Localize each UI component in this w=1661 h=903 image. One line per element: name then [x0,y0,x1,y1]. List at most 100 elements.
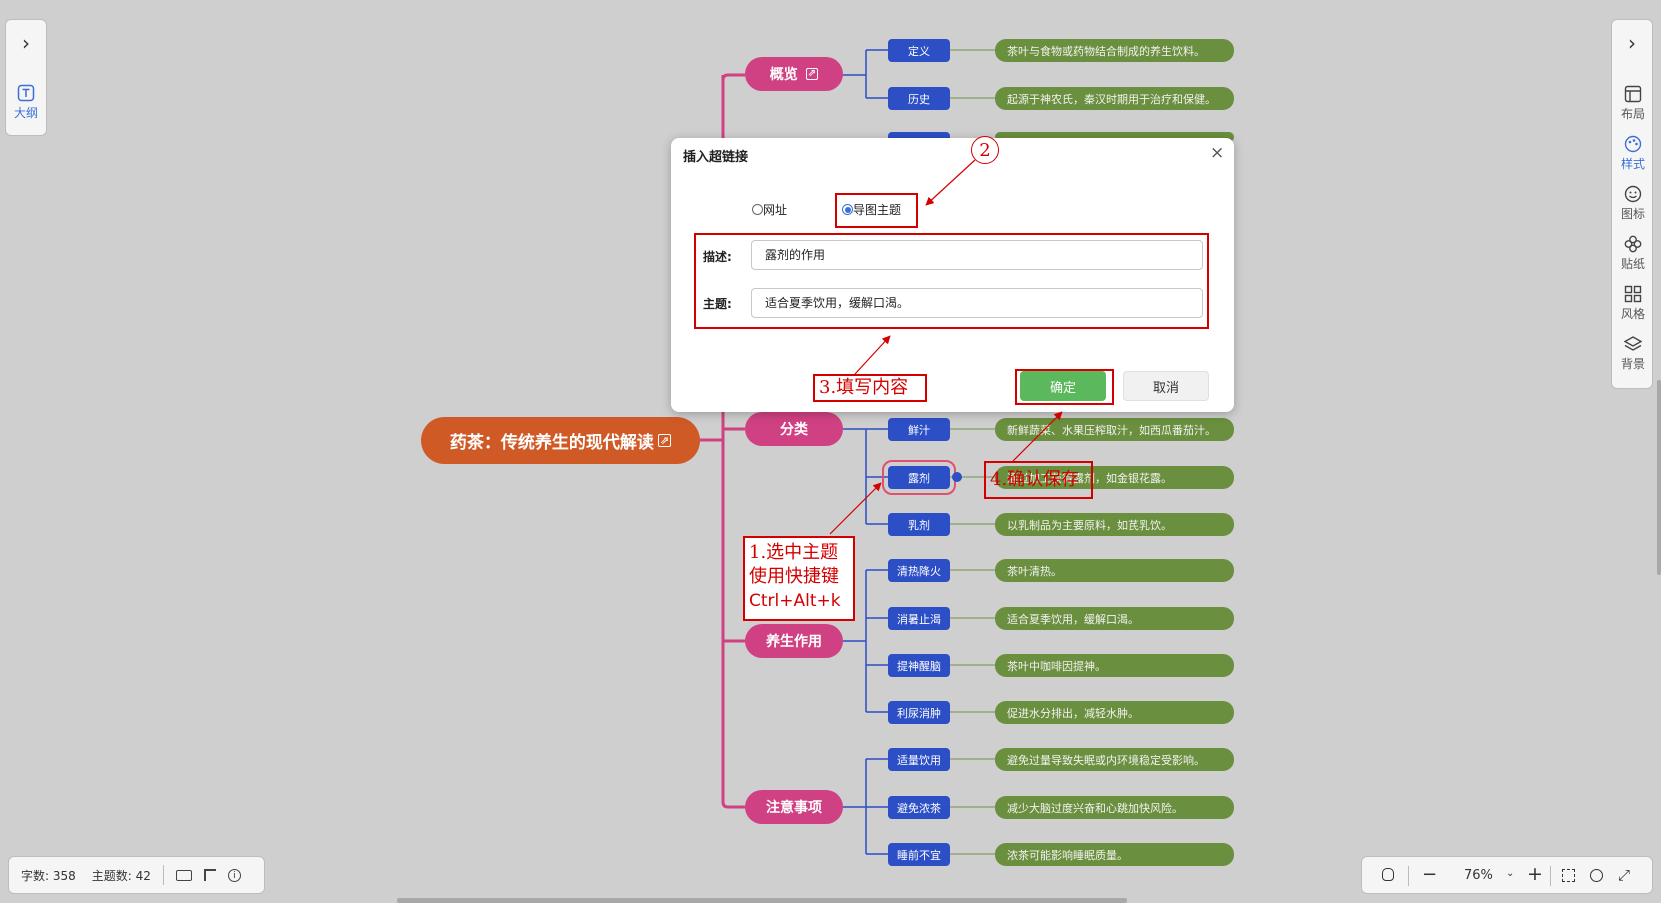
expand-chevron-icon[interactable]: › [22,31,30,55]
zoom-bar: − 76% ⌄ + ⤢ [1361,856,1653,894]
subtopic-label: 历史 [908,92,930,106]
subtopic-distillate[interactable]: 露剂 [882,460,956,495]
palette-icon [1624,135,1642,153]
toolbar-sticker[interactable]: 贴纸 [1612,235,1654,272]
root-topic[interactable]: 药茶：传统养生的现代解读 ⇗ [421,417,700,464]
detail-text: 促进水分排出，减轻水肿。 [1007,706,1139,720]
chevron-down-icon[interactable]: ⌄ [1506,868,1515,879]
toolbar-icon[interactable]: 图标 [1612,185,1654,222]
smiley-icon [1624,185,1642,203]
subtopic-fresh-juice[interactable]: 鲜汁 [888,418,950,441]
toolbar-label: 风格 [1620,307,1645,321]
step1-line: 1.选中主题 [749,542,839,563]
step1-line: Ctrl+Alt+k [749,591,841,611]
subtopic-label: 乳剂 [908,518,930,532]
highlight-ok-button [1015,369,1114,405]
ok-button[interactable]: 确定 [1020,371,1106,401]
zoom-out-button[interactable]: − [1422,864,1438,885]
radio-url[interactable]: 网址 [752,201,787,218]
divider [162,865,164,885]
grid-icon [1624,285,1642,303]
vertical-scrollbar[interactable] [1657,380,1661,575]
subtopic-history[interactable]: 历史 [888,87,950,110]
detail-node[interactable]: 减少大脑过度兴奋和心跳加快风险。 [995,796,1234,819]
toolbar-style[interactable]: 样式 [1612,135,1654,172]
toolbar-background[interactable]: 背景 [1612,335,1654,372]
topic-label: 养生作用 [766,634,822,650]
subtopic-label: 睡前不宜 [897,848,941,862]
toolbar-label: 贴纸 [1620,257,1645,271]
format-painter-icon[interactable] [203,869,216,881]
detail-node[interactable]: 茶叶中咖啡因提神。 [995,654,1234,677]
toolbar-label: 图标 [1620,207,1645,221]
detail-node[interactable]: 通过加工获得露剂，如金银花露。 [995,466,1234,489]
subtopic-not-before-sleep[interactable]: 睡前不宜 [888,843,950,866]
subtopic-emulsion[interactable]: 乳剂 [888,513,950,536]
detail-node[interactable]: 浓茶可能影响睡眠质量。 [995,843,1234,866]
detail-node[interactable]: 茶叶清热。 [995,559,1234,582]
right-toolbar: › 布局 样式 图标 贴纸 风格 背景 [1611,19,1653,389]
detail-text: 茶叶清热。 [1007,564,1062,578]
topic-category[interactable]: 分类 [745,412,843,446]
zoom-level[interactable]: 76% [1464,868,1493,883]
description-input[interactable]: 露剂的作用 [751,240,1203,270]
link-icon: ⇗ [805,68,819,80]
outline-label: 大纲 [13,106,38,120]
layout-icon [1624,85,1642,103]
locate-center-icon[interactable] [1590,869,1603,882]
zoom-in-button[interactable]: + [1527,863,1543,885]
subtopic-hidden[interactable] [888,132,950,142]
step2-label: 2 [979,139,991,161]
detail-node-hidden[interactable] [995,132,1234,142]
step3-label: 3.填写内容 [819,377,909,398]
topic-select[interactable]: 适合夏季饮用，缓解口渴。 [751,288,1203,318]
keyboard-icon[interactable] [175,869,192,881]
collapse-chevron-icon[interactable]: › [1628,31,1636,55]
hand-tool-icon[interactable] [1382,868,1394,881]
subtopic-label: 消暑止渴 [897,612,941,626]
sticker-icon [1624,235,1642,253]
layers-icon [1624,336,1642,351]
detail-node[interactable]: 促进水分排出，减轻水肿。 [995,701,1234,724]
detail-node[interactable]: 适合夏季饮用，缓解口渴。 [995,607,1234,630]
toolbar-theme[interactable]: 风格 [1612,285,1654,322]
subtopic-label: 避免浓茶 [897,801,941,815]
horizontal-scrollbar[interactable] [397,898,1127,903]
subtopic-label: 定义 [908,44,930,58]
radio-url-circle[interactable] [752,204,763,215]
info-icon[interactable]: i [227,868,241,882]
detail-text: 浓茶可能影响睡眠质量。 [1007,848,1128,862]
subtopic-diuretic[interactable]: 利尿消肿 [888,701,950,724]
close-icon[interactable]: × [1210,143,1225,163]
subtopic-refresh[interactable]: 提神醒脑 [888,654,950,677]
radio-topic-circle[interactable] [842,204,853,215]
detail-node[interactable]: 茶叶与食物或药物结合制成的养生饮料。 [995,39,1234,62]
subtopic-quench-thirst[interactable]: 消暑止渴 [888,607,950,630]
highlight-inputs [694,233,1209,329]
topic-precautions[interactable]: 注意事项 [745,790,843,824]
detail-node[interactable]: 避免过量导致失眠或内环境稳定受影响。 [995,748,1234,771]
fit-screen-icon[interactable] [1562,869,1575,882]
subtopic-clear-heat[interactable]: 清热降火 [888,559,950,582]
radio-topic-label: 导图主题 [853,203,902,217]
collapse-toggle[interactable] [952,472,962,482]
radio-topic[interactable]: 导图主题 [842,201,901,218]
fullscreen-icon[interactable]: ⤢ [1618,866,1631,884]
topic-health-effect[interactable]: 养生作用 [745,624,843,658]
outline-button[interactable]: 大纲 [6,84,46,121]
subtopic-definition[interactable]: 定义 [888,39,950,62]
toolbar-layout[interactable]: 布局 [1612,85,1654,122]
topic-overview[interactable]: 概览 ⇗ [745,57,843,91]
cancel-button[interactable]: 取消 [1123,371,1209,401]
subtopic-label: 清热降火 [897,564,941,578]
detail-node[interactable]: 起源于神农氏，秦汉时期用于治疗和保健。 [995,87,1234,110]
subtopic-moderate[interactable]: 适量饮用 [888,748,950,771]
subtopic-avoid-strong[interactable]: 避免浓茶 [888,796,950,819]
toolbar-label: 布局 [1620,107,1645,121]
status-bar: 字数: 358 主题数: 42 i [8,856,265,894]
detail-node[interactable]: 以乳制品为主要原料，如芪乳饮。 [995,513,1234,536]
topic-count: 主题数: 42 [91,868,151,883]
dialog-title: 插入超链接 [683,150,749,165]
